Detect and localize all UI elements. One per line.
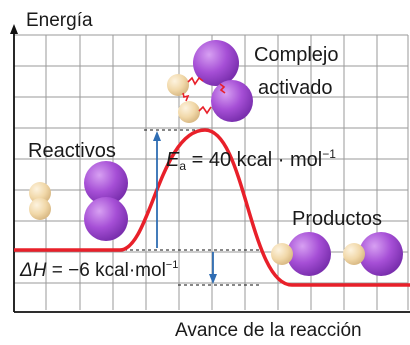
guide-lines xyxy=(112,129,262,286)
ea-subscript: a xyxy=(179,159,186,173)
enthalpy-label: ΔH = −6 kcal·mol−1 xyxy=(19,259,178,281)
enthalpy-arrow xyxy=(209,252,217,284)
energy-curve xyxy=(14,128,410,287)
ea-value: = 40 kcal · mol xyxy=(186,149,322,171)
activated-complex xyxy=(167,40,253,123)
axes xyxy=(10,24,410,313)
ea-symbol: E xyxy=(166,149,180,171)
complex-label-line2: activado xyxy=(258,77,333,99)
dh-superscript: −1 xyxy=(166,259,179,271)
activation-energy-label: Ea = 40 kcal · mol−1 xyxy=(166,147,336,173)
reactants-label: Reactivos xyxy=(28,140,116,162)
reactants-molecules xyxy=(29,161,128,241)
bond-zigzag xyxy=(182,76,226,115)
y-axis-arrowhead xyxy=(10,24,18,34)
x-axis-label: Avance de la reacción xyxy=(175,320,362,340)
ea-superscript: −1 xyxy=(322,147,336,161)
products-molecules xyxy=(271,232,403,276)
dh-symbol: ΔH xyxy=(19,260,47,281)
activation-energy-arrow xyxy=(153,131,161,248)
y-axis-label: Energía xyxy=(26,10,93,31)
products-label: Productos xyxy=(292,208,382,230)
dh-value: = −6 kcal·mol xyxy=(46,260,165,281)
complex-label-line1: Complejo xyxy=(254,44,338,66)
